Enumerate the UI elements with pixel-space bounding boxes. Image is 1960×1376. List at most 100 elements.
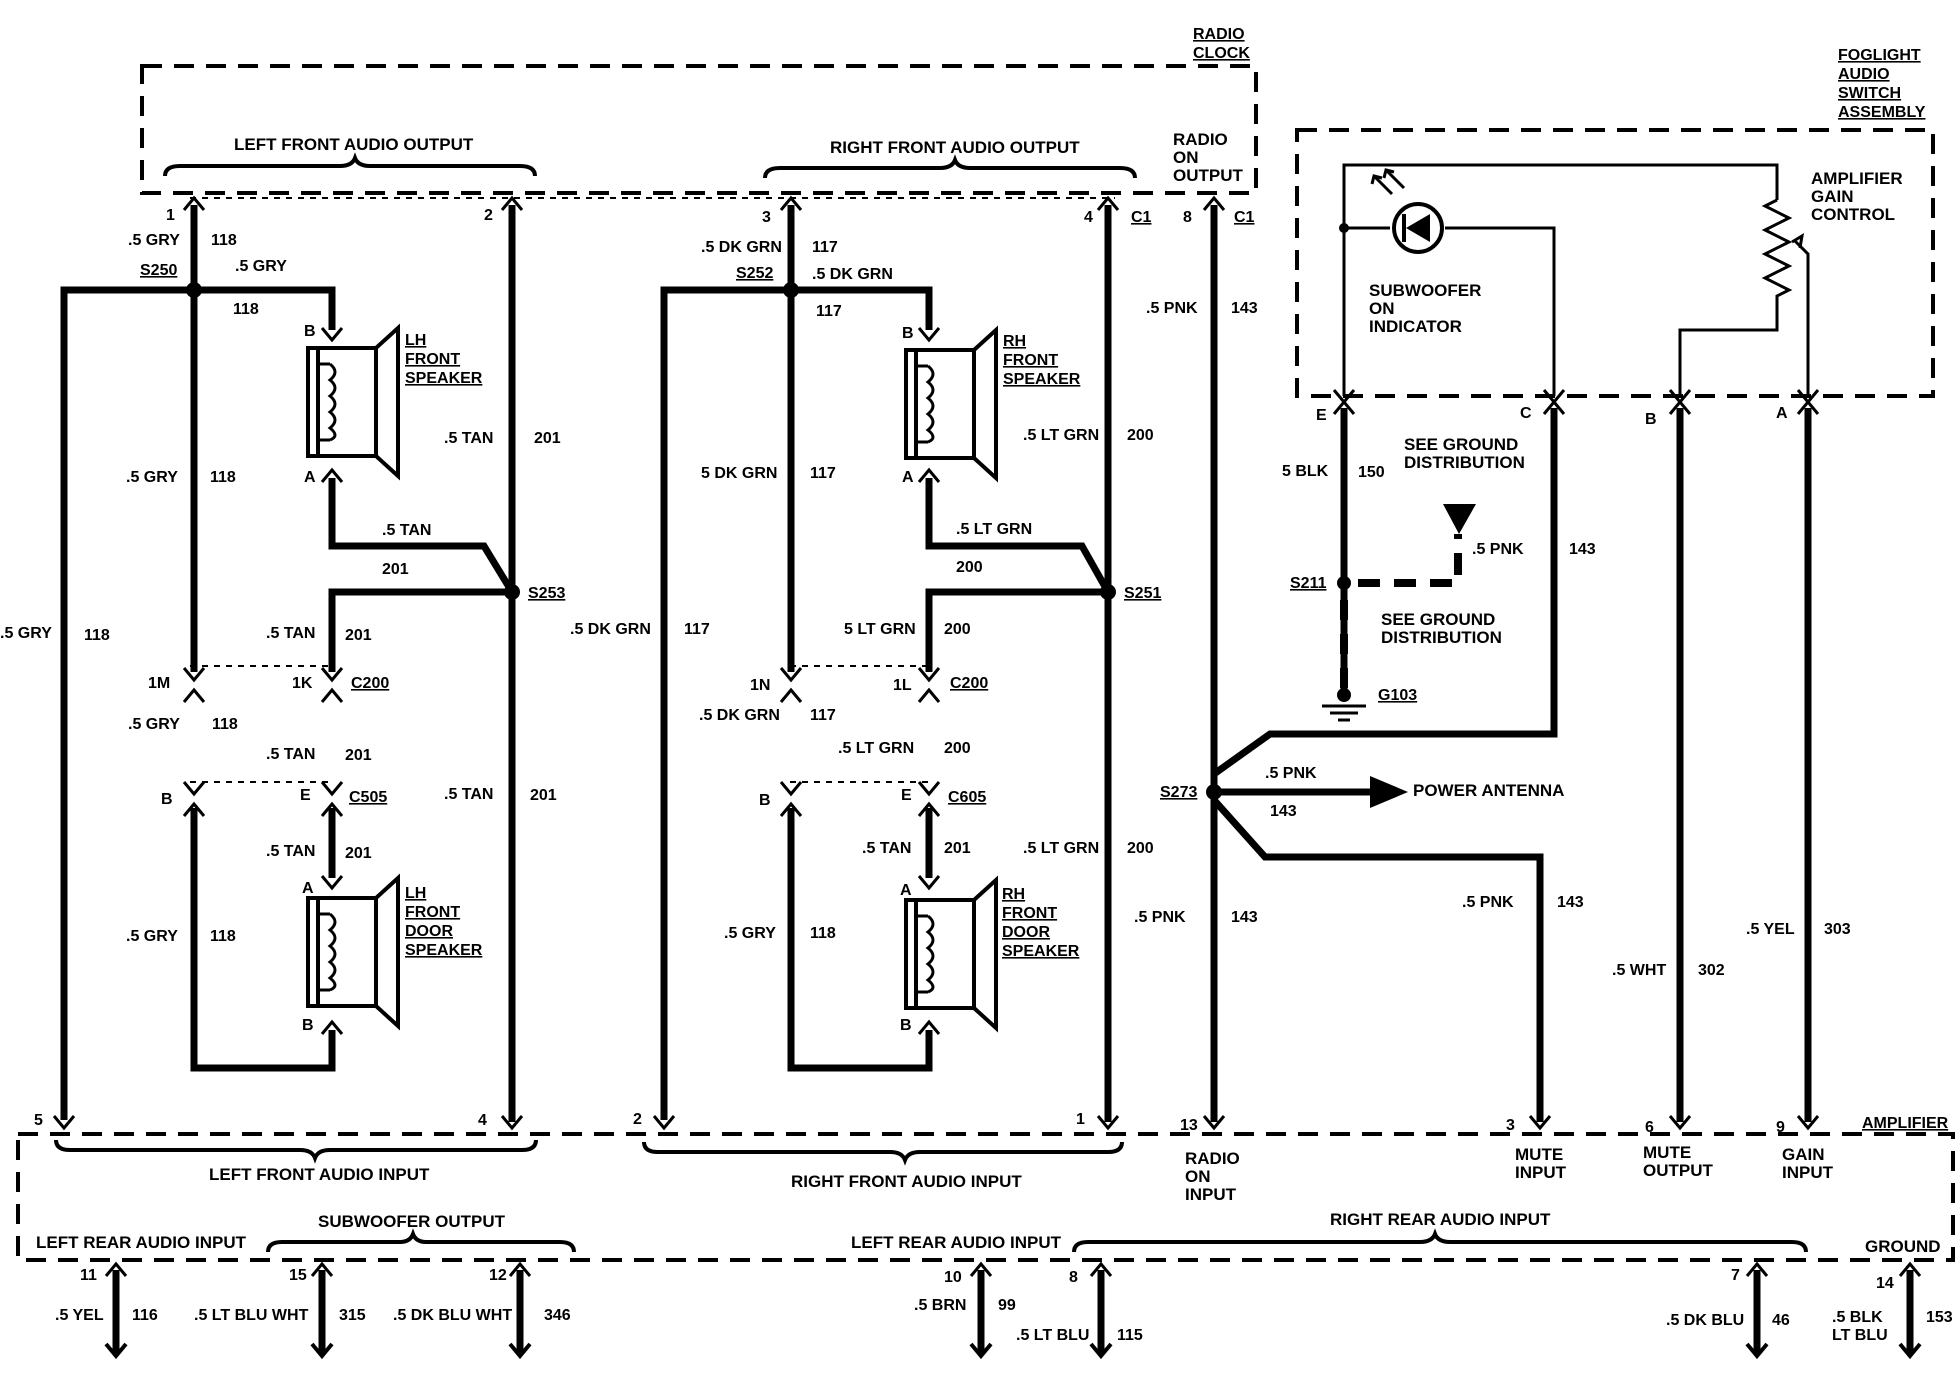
see-ground-2b: DISTRIBUTION bbox=[1381, 628, 1502, 647]
wire-label-4: .5 GRY bbox=[0, 625, 52, 642]
wire-circuit-34: 116 bbox=[132, 1307, 158, 1324]
splice-s250: S250 bbox=[140, 262, 177, 279]
pin-switch-b: B bbox=[1645, 411, 1657, 428]
amp-pin-8: 8 bbox=[1069, 1269, 1078, 1286]
wire-circuit-25: 143 bbox=[1231, 300, 1258, 317]
wire-label-16: .5 DK GRN bbox=[570, 621, 651, 638]
amp-pin-14: 14 bbox=[1876, 1275, 1894, 1292]
subwoofer-indicator-2: ON bbox=[1369, 299, 1395, 318]
wire-circuit-28: 143 bbox=[1557, 894, 1584, 911]
pin-lf-a: A bbox=[304, 469, 316, 486]
wire-circuit-37: 99 bbox=[998, 1297, 1016, 1314]
radio-on-input-2: ON bbox=[1185, 1167, 1211, 1186]
led-indicator-icon bbox=[1392, 202, 1444, 254]
lh-front-door-speaker-2: FRONT bbox=[405, 904, 460, 921]
wire-label-19: .5 LT GRN bbox=[1023, 427, 1099, 444]
splice-s273: S273 bbox=[1160, 784, 1197, 801]
wire-label-37: .5 BRN bbox=[914, 1297, 966, 1314]
wire-circuit-36: 346 bbox=[544, 1307, 571, 1324]
mute-input-2: INPUT bbox=[1515, 1163, 1567, 1182]
rh-front-door-speaker-4: SPEAKER bbox=[1002, 943, 1080, 960]
wire-label-1: .5 GRY bbox=[128, 232, 180, 249]
amp-pin-6: 6 bbox=[1645, 1119, 1654, 1136]
pin-1k: 1K bbox=[292, 675, 313, 692]
wire-circuit-8: 201 bbox=[382, 561, 409, 578]
lh-front-speaker-2: FRONT bbox=[405, 351, 460, 368]
foglight-label-2: AUDIO bbox=[1838, 66, 1890, 83]
gain-input-2: INPUT bbox=[1782, 1163, 1834, 1182]
pin-1: 1 bbox=[166, 207, 175, 224]
ground-g103: G103 bbox=[1378, 687, 1417, 704]
wire-circuit-2: 118 bbox=[233, 301, 259, 318]
pin-3: 3 bbox=[762, 209, 771, 226]
wire-circuit-23: 200 bbox=[1127, 840, 1154, 857]
amp-pin-5: 5 bbox=[34, 1112, 43, 1129]
connector-c605: C605 bbox=[948, 789, 986, 806]
pin-8: 8 bbox=[1183, 209, 1192, 226]
lh-front-speaker-1: LH bbox=[405, 332, 426, 349]
wire-label-22: .5 LT GRN bbox=[838, 740, 914, 757]
rh-front-door-speaker-icon bbox=[904, 878, 998, 1030]
connector-c1-b: C1 bbox=[1234, 209, 1255, 226]
amp-gain-control-2: GAIN bbox=[1811, 187, 1854, 206]
radio-on-output-1: RADIO bbox=[1173, 130, 1228, 149]
rh-front-door-speaker-2: FRONT bbox=[1002, 905, 1057, 922]
amp-pin-9: 9 bbox=[1776, 1119, 1785, 1136]
connector-c505: C505 bbox=[349, 789, 387, 806]
foglight-switch-outline bbox=[1295, 128, 1935, 398]
splice-s211: S211 bbox=[1290, 575, 1327, 592]
wire-circuit-11: 201 bbox=[530, 787, 557, 804]
connector-c200-b: C200 bbox=[950, 675, 988, 692]
wire-circuit-14: 117 bbox=[816, 303, 842, 320]
wire-label-9: .5 TAN bbox=[266, 625, 315, 642]
pin-switch-e: E bbox=[1316, 407, 1327, 424]
mute-output-2: OUTPUT bbox=[1643, 1161, 1714, 1180]
ground-dashed-wire bbox=[1340, 534, 1462, 690]
amplifier-label: AMPLIFIER bbox=[1862, 1115, 1949, 1132]
lh-front-door-speaker-3: DOOR bbox=[405, 923, 453, 940]
amp-gain-control-3: CONTROL bbox=[1811, 205, 1895, 224]
rh-front-speaker-2: FRONT bbox=[1003, 352, 1058, 369]
splice-s251: S251 bbox=[1124, 585, 1161, 602]
left-front-input-brace bbox=[54, 1139, 538, 1164]
power-antenna-arrow bbox=[1370, 776, 1408, 808]
left-front-output-heading: LEFT FRONT AUDIO OUTPUT bbox=[234, 135, 474, 154]
wire-circuit-38: 115 bbox=[1117, 1327, 1143, 1344]
ground-heading: GROUND bbox=[1865, 1237, 1941, 1256]
pin-1n: 1N bbox=[750, 677, 770, 694]
wire-label-30: 5 BLK bbox=[1282, 463, 1329, 480]
wire-label-29: .5 PNK bbox=[1472, 541, 1524, 558]
output-arrows bbox=[104, 1342, 1922, 1360]
wire-circuit-17: 117 bbox=[810, 707, 836, 724]
amplifier-outline bbox=[16, 1132, 1955, 1262]
led-diode-icon bbox=[1370, 168, 1430, 242]
pin-switch-a: A bbox=[1776, 405, 1788, 422]
rh-front-door-speaker-3: DOOR bbox=[1002, 924, 1050, 941]
pin-switch-c: C bbox=[1520, 405, 1532, 422]
radio-on-output-3: OUTPUT bbox=[1173, 166, 1244, 185]
pin-rd-a: A bbox=[900, 882, 912, 899]
pin-4: 4 bbox=[1084, 209, 1093, 226]
right-front-output-heading: RIGHT FRONT AUDIO OUTPUT bbox=[830, 138, 1080, 157]
wire-label-7: .5 TAN bbox=[444, 430, 493, 447]
pin-l-e: E bbox=[300, 787, 311, 804]
amp-pin-3: 3 bbox=[1506, 1117, 1515, 1134]
wire-circuit-27: 143 bbox=[1270, 803, 1297, 820]
subwoofer-indicator-3: INDICATOR bbox=[1369, 317, 1462, 336]
left-front-input-heading: LEFT FRONT AUDIO INPUT bbox=[209, 1165, 430, 1184]
subwoofer-indicator-1: SUBWOOFER bbox=[1369, 281, 1481, 300]
wire-circuit-4: 118 bbox=[84, 627, 110, 644]
wire-circuit-33: 303 bbox=[1824, 921, 1851, 938]
rh-front-door-speaker-1: RH bbox=[1002, 886, 1025, 903]
mute-output-1: MUTE bbox=[1643, 1143, 1691, 1162]
wire-circuit-3: 118 bbox=[210, 469, 236, 486]
wire-circuit-22: 200 bbox=[944, 740, 971, 757]
wire-label-11: .5 TAN bbox=[444, 786, 493, 803]
radio-on-input-1: RADIO bbox=[1185, 1149, 1240, 1168]
foglight-label-1: FOGLIGHT bbox=[1838, 47, 1921, 64]
rh-front-speaker-icon bbox=[904, 328, 998, 480]
wire-circuit-39: 46 bbox=[1772, 1312, 1790, 1329]
amp-pin-7: 7 bbox=[1731, 1267, 1740, 1284]
wire-label-26: .5 PNK bbox=[1134, 909, 1186, 926]
